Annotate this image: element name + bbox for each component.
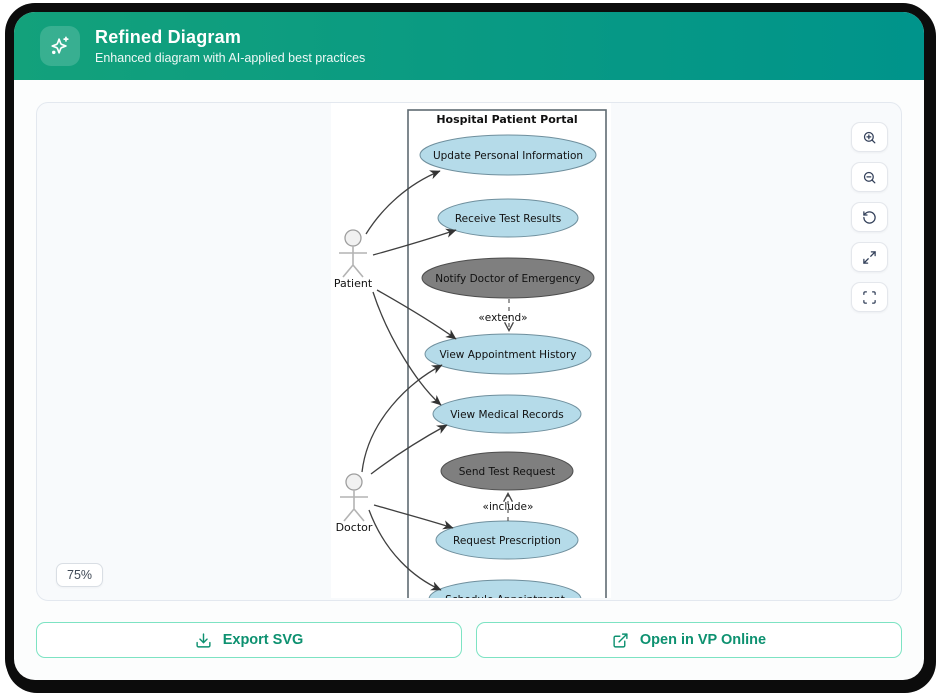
usecase-ellipse	[435, 520, 579, 560]
card-header: Refined Diagram Enhanced diagram with AI…	[14, 12, 924, 80]
app-frame: Refined Diagram Enhanced diagram with AI…	[5, 3, 933, 689]
system-title: Hospital Patient Portal	[436, 113, 577, 126]
system-boundary	[407, 109, 607, 600]
actor-label: Patient	[334, 277, 373, 290]
zoom-in-icon	[863, 131, 876, 143]
open-vp-online-label: Open in VP Online	[639, 632, 767, 648]
usecase-ellipse	[432, 394, 582, 434]
refined-diagram-card: Refined Diagram Enhanced diagram with AI…	[14, 12, 924, 680]
actor-label: Doctor	[336, 521, 373, 534]
zoom-out-button[interactable]	[851, 162, 888, 192]
usecase-ellipse	[419, 134, 597, 176]
header-text: Refined Diagram Enhanced diagram with AI…	[95, 27, 365, 66]
expand-icon	[863, 250, 876, 264]
usecase-label: Receive Test Results	[455, 213, 561, 225]
actor-figure	[339, 246, 367, 278]
stereotype-label: «extend»	[478, 312, 527, 324]
association-arrow	[361, 364, 443, 473]
page-title: Refined Diagram	[95, 26, 242, 47]
open-vp-online-button[interactable]: Open in VP Online	[476, 622, 902, 658]
fullscreen-icon	[863, 290, 876, 304]
usecase-label: Send Test Request	[459, 466, 555, 478]
association-arrow	[365, 170, 441, 235]
download-icon	[196, 632, 211, 648]
usecase-label: Update Personal Information	[433, 150, 583, 162]
reset-icon	[863, 210, 876, 224]
usecase-label: Request Prescription	[453, 535, 561, 547]
actor-figure	[340, 490, 368, 522]
usecase-ellipse	[424, 333, 592, 375]
usecase-label: Notify Doctor of Emergency	[435, 273, 581, 285]
association-arrow	[376, 289, 457, 340]
usecase-label: Schedule Appointment	[445, 594, 565, 598]
zoom-level-badge: 75%	[56, 563, 104, 587]
external-link-icon	[613, 632, 628, 648]
usecase-label: View Appointment History	[439, 349, 576, 361]
association-arrow	[373, 504, 454, 530]
canvas-controls	[851, 122, 888, 312]
actor-figure	[345, 473, 363, 491]
usecase-ellipse	[421, 257, 595, 299]
page-subtitle: Enhanced diagram with AI-applied best pr…	[95, 51, 366, 66]
association-arrow	[370, 424, 448, 475]
association-arrow	[372, 291, 442, 406]
usecase-label: View Medical Records	[450, 409, 564, 421]
zoom-in-button[interactable]	[851, 122, 888, 152]
usecase-ellipse	[440, 451, 574, 491]
association-arrow	[372, 228, 457, 256]
fullscreen-button[interactable]	[851, 282, 888, 312]
usecase-ellipse	[437, 198, 579, 238]
association-arrow	[368, 509, 442, 591]
export-svg-label: Export SVG	[222, 632, 304, 648]
reset-view-button[interactable]	[851, 202, 888, 232]
actor-figure	[344, 229, 362, 247]
sparkles-icon	[40, 26, 80, 66]
export-svg-button[interactable]: Export SVG	[36, 622, 462, 658]
expand-button[interactable]	[851, 242, 888, 272]
action-bar: Export SVG Open in VP Online	[36, 622, 902, 658]
zoom-out-icon	[863, 171, 876, 183]
stereotype-label: «include»	[483, 501, 534, 513]
